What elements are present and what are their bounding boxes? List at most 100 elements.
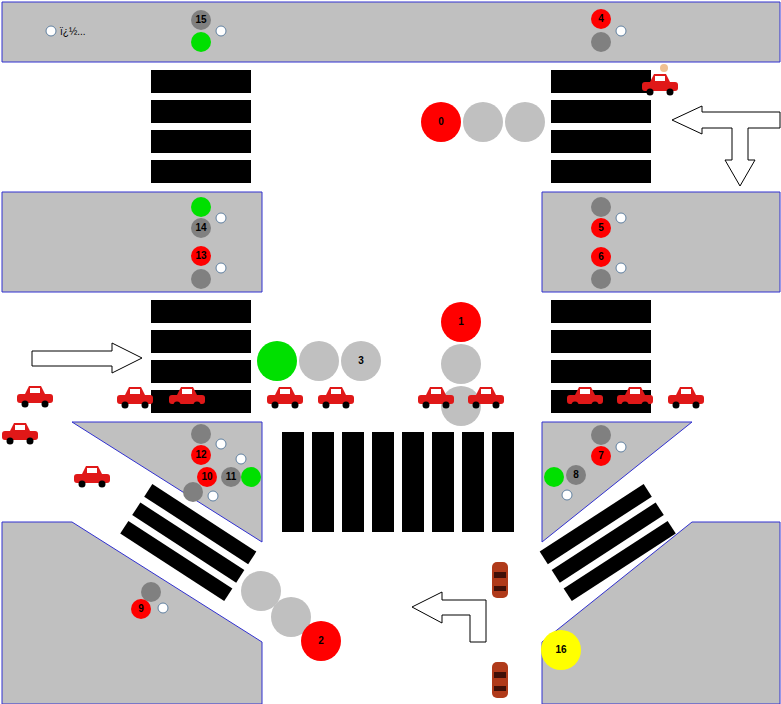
car-window	[681, 389, 691, 394]
push-button	[208, 491, 218, 501]
callout-number: 0	[438, 117, 444, 127]
car-icon	[169, 387, 205, 409]
car-wheel	[99, 481, 106, 488]
callout-number: 14	[195, 223, 206, 233]
callout-number: 12	[195, 450, 206, 460]
signal-light: 5	[591, 218, 611, 238]
signal-light: 9	[131, 599, 151, 619]
car-wheel	[423, 402, 430, 409]
car-window	[494, 586, 506, 591]
car-icon	[117, 387, 153, 409]
direction-arrow	[412, 592, 486, 642]
callout-number: 4	[598, 14, 604, 24]
car-body	[267, 395, 303, 404]
car-window	[130, 389, 140, 394]
sidewalk-panel	[542, 522, 780, 704]
car-wheel	[194, 402, 201, 409]
car-wheel	[122, 402, 129, 409]
car-window	[481, 389, 491, 394]
crosswalks	[120, 70, 676, 601]
signal-lamp	[591, 269, 611, 289]
car-icon	[2, 423, 38, 445]
callout-number: 8	[573, 470, 579, 480]
car-wheel	[693, 402, 700, 409]
crosswalk-bar	[282, 432, 304, 532]
direction-arrows	[32, 106, 780, 642]
car-icon	[668, 387, 704, 409]
signal-lamp	[441, 344, 481, 384]
car-wheel	[592, 402, 599, 409]
car-roof	[426, 387, 446, 395]
car-body	[2, 431, 38, 440]
callout-number: 7	[598, 451, 604, 461]
crosswalk-bar	[432, 432, 454, 532]
car-wheel	[647, 89, 654, 96]
car-roof	[650, 74, 670, 82]
signal-light: 16	[541, 630, 581, 670]
crosswalk-bar	[151, 360, 251, 383]
crosswalk-bar	[151, 100, 251, 123]
signal-light: 1	[441, 302, 481, 342]
car-body	[318, 395, 354, 404]
push-button	[216, 263, 226, 273]
car-wheel	[667, 89, 674, 96]
signal-light: 13	[191, 246, 211, 266]
signal-lamp	[591, 32, 611, 52]
diagonal-crosswalk	[540, 484, 676, 601]
car-window	[630, 389, 640, 394]
callout-number: 3	[358, 356, 364, 366]
car-body	[668, 395, 704, 404]
car-window	[655, 76, 665, 81]
signal-light: 3	[341, 341, 381, 381]
signal-lamp	[191, 269, 211, 289]
car-window	[280, 389, 290, 394]
status-text: ï¿½...	[60, 26, 86, 37]
cars	[2, 64, 704, 698]
signal-lamp	[505, 102, 545, 142]
car-wheel	[22, 401, 29, 408]
signal-light: 0	[421, 102, 461, 142]
crosswalk-bar	[402, 432, 424, 532]
signal-light: 8	[566, 465, 586, 485]
car-wheel	[622, 402, 629, 409]
push-button	[46, 26, 56, 36]
car-window	[182, 389, 192, 394]
car-body	[492, 662, 508, 698]
sidewalk-panel	[2, 192, 262, 292]
signal-lamp	[191, 424, 211, 444]
car-roof	[82, 466, 102, 474]
signal-lamp	[463, 102, 503, 142]
push-button	[616, 442, 626, 452]
car-wheel	[343, 402, 350, 409]
car-icon	[617, 387, 653, 409]
crosswalk-bar	[151, 390, 251, 413]
crosswalk-bar	[120, 521, 232, 601]
callout-number: 1	[458, 317, 464, 327]
signal-lamp	[544, 467, 564, 487]
car-window	[494, 686, 506, 691]
callout-number: 15	[195, 15, 206, 25]
car-wheel	[572, 402, 579, 409]
crosswalk-bar	[151, 160, 251, 183]
car-roof	[326, 387, 346, 395]
car-roof	[177, 387, 197, 395]
car-roof	[275, 387, 295, 395]
crosswalk-bar	[151, 130, 251, 153]
push-button	[216, 213, 226, 223]
car-roof	[476, 387, 496, 395]
signal-light: 6	[591, 247, 611, 267]
car-body	[642, 82, 678, 91]
car-wheel	[27, 438, 34, 445]
car-roof	[10, 423, 30, 431]
crosswalk-bar	[551, 70, 651, 93]
signal-light: 2	[301, 621, 341, 661]
car-body	[492, 562, 508, 598]
crosswalk-bar	[551, 130, 651, 153]
crosswalk-bar	[312, 432, 334, 532]
car-wheel	[443, 402, 450, 409]
car-icon	[17, 386, 53, 408]
signal-lamp	[191, 32, 211, 52]
driver-head	[660, 64, 668, 72]
car-window	[494, 672, 506, 678]
car-window	[494, 572, 506, 578]
